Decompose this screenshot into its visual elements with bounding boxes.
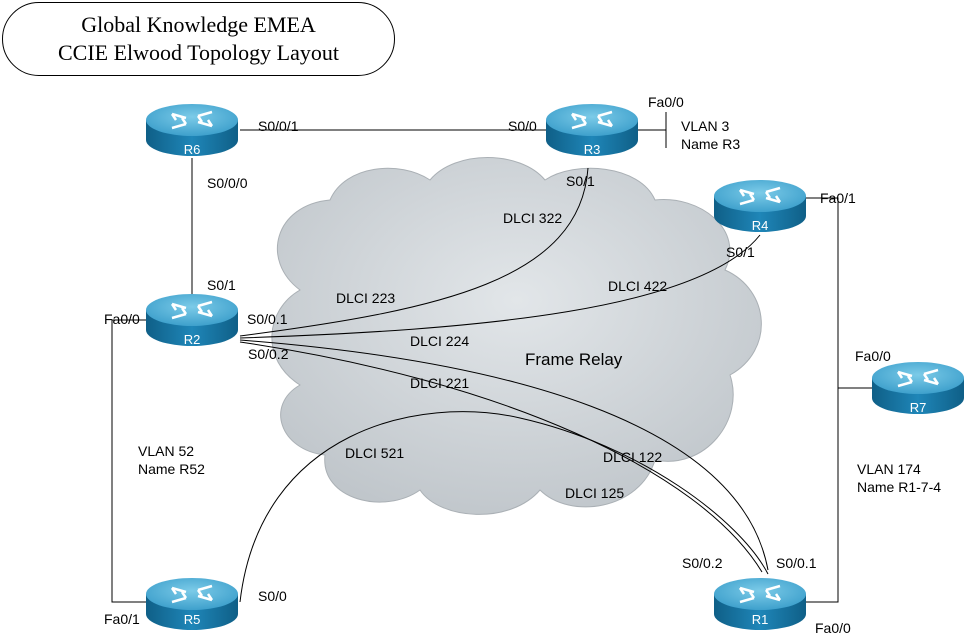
vlan3-name-label: Name R3 xyxy=(681,136,741,152)
router-name-r7: R7 xyxy=(910,400,927,415)
dlci-224-label: DLCI 224 xyxy=(410,333,470,349)
r1-s001-label: S0/0.1 xyxy=(776,555,817,571)
pvc-r2-r1-b xyxy=(239,341,763,573)
r2-s001-label: S0/0.1 xyxy=(247,311,288,327)
r7-fa00-label: Fa0/0 xyxy=(855,348,891,364)
router-arrows-icon xyxy=(570,110,614,130)
r3-fa00-label: Fa0/0 xyxy=(648,94,684,110)
router-name-r5: R5 xyxy=(184,612,201,627)
frame-relay-label: Frame Relay xyxy=(525,350,623,369)
dlci-322-label: DLCI 322 xyxy=(503,210,563,226)
r6-s000-label: S0/0/0 xyxy=(207,175,248,191)
router-r7[interactable]: R7 xyxy=(872,362,964,415)
dlci-521-label: DLCI 521 xyxy=(345,445,405,461)
frame-relay-cloud xyxy=(271,157,762,515)
router-name-r4: R4 xyxy=(752,218,769,233)
r4-fa01-label: Fa0/1 xyxy=(820,190,856,206)
link-vlan52 xyxy=(111,319,148,603)
vlan52-label: VLAN 52 xyxy=(138,443,195,459)
router-name-r6: R6 xyxy=(184,142,201,157)
dlci-422-label: DLCI 422 xyxy=(608,278,668,294)
router-r5[interactable]: R5 xyxy=(146,578,238,630)
title-line-2: CCIE Elwood Topology Layout xyxy=(58,40,339,65)
r2-s01-label: S0/1 xyxy=(207,277,236,293)
dlci-221-label: DLCI 221 xyxy=(410,375,470,391)
router-arrows-icon xyxy=(170,584,214,604)
router-r1[interactable]: R1 xyxy=(714,578,806,630)
r2-fa00-label: Fa0/0 xyxy=(104,311,140,327)
router-name-r2: R2 xyxy=(184,332,201,347)
r2-s002-label: S0/0.2 xyxy=(248,346,289,362)
r3-s01-label: S0/1 xyxy=(566,173,595,189)
vlan3-label: VLAN 3 xyxy=(681,118,730,134)
title-box: Global Knowledge EMEA CCIE Elwood Topolo… xyxy=(2,2,395,76)
dlci-223-label: DLCI 223 xyxy=(336,290,396,306)
r5-s00-label: S0/0 xyxy=(258,588,287,604)
vlan174-name-label: Name R1-7-4 xyxy=(857,479,942,495)
router-name-r3: R3 xyxy=(584,142,601,157)
pvc-r5-r1 xyxy=(239,411,769,603)
title-line-1: Global Knowledge EMEA xyxy=(81,12,316,37)
pvc-r2-r1-a xyxy=(239,339,769,571)
router-arrows-icon xyxy=(170,110,214,130)
router-r4[interactable]: R4 xyxy=(714,180,806,233)
router-arrows-icon xyxy=(738,584,782,604)
router-arrows-icon xyxy=(738,186,782,206)
router-r2[interactable]: R2 xyxy=(146,294,238,347)
router-name-r1: R1 xyxy=(752,612,769,627)
vlan174-label: VLAN 174 xyxy=(857,461,921,477)
dlci-122-label: DLCI 122 xyxy=(603,449,663,465)
dlci-125-label: DLCI 125 xyxy=(565,485,625,501)
r3-s00-label: S0/0 xyxy=(508,118,537,134)
vlan52-name-label: Name R52 xyxy=(138,461,205,477)
links xyxy=(111,112,872,603)
r5-fa01-label: Fa0/1 xyxy=(104,611,140,627)
r1-s002-label: S0/0.2 xyxy=(682,555,723,571)
r4-s01-label: S0/1 xyxy=(726,244,755,260)
router-r3[interactable]: R3 xyxy=(546,104,638,157)
link-vlan174 xyxy=(804,197,839,603)
pvc-r2-r3 xyxy=(239,167,589,337)
pvc-r2-r4 xyxy=(239,234,761,339)
router-arrows-icon xyxy=(896,368,940,388)
router-arrows-icon xyxy=(170,300,214,320)
r1-fa00-label: Fa0/0 xyxy=(815,620,851,636)
router-r6[interactable]: R6 xyxy=(146,104,238,157)
r6-s001-label: S0/0/1 xyxy=(258,118,299,134)
